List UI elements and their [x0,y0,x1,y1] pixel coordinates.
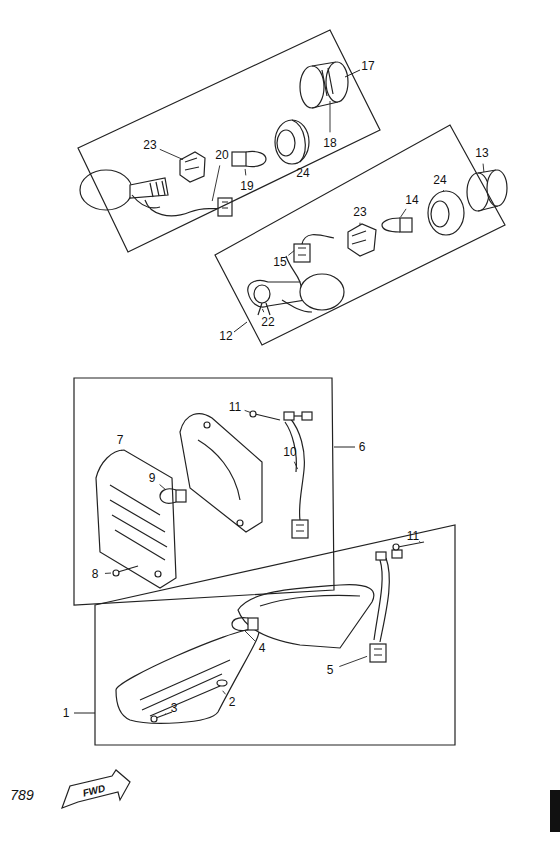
frame-border [215,125,505,345]
frame-border [78,30,380,252]
signal-lens [116,628,259,723]
frame-outline [95,525,455,745]
bulb [232,151,266,166]
callout-number: 11 [406,529,420,543]
leader-line [212,165,220,201]
frame-border [95,525,455,745]
screw [250,411,280,420]
leader-line [294,462,297,469]
callout-number: 9 [148,471,157,485]
callout-number: 24 [432,173,447,187]
callout-number: 14 [404,193,419,207]
leader-line [245,169,247,175]
callout-number: 19 [239,179,254,193]
callout-number: 11 [228,400,242,414]
callout-number: 24 [295,166,310,180]
rear-signal-lens [80,170,232,216]
bulb [160,489,186,504]
forward-arrow [62,770,130,808]
assembly-frame: 12 [215,125,505,345]
callout-number: 22 [260,315,275,329]
leader-line [245,410,251,412]
callout-number: 8 [91,567,100,581]
leader-line [288,251,294,256]
leader-line [164,713,166,715]
assembly-frame: 1 [95,525,455,745]
leader-line [334,447,355,448]
assembly-frame: 6 [74,378,334,605]
leader-line [483,164,485,172]
signal-lens [96,450,176,588]
lens-ring [467,170,507,211]
screw [151,712,172,722]
bulb-socket [348,224,376,256]
frame-outline [215,125,505,345]
leader-line [401,209,407,217]
leader-line [160,149,183,159]
callout-number: 23 [142,138,157,152]
callout-number: 17 [360,59,375,73]
callout-number: 18 [322,136,337,150]
edge-bar [550,790,560,832]
leader-line [121,450,122,451]
callout-number: 7 [116,433,125,447]
bulb [232,618,258,631]
screw [113,566,138,576]
leader-line [339,656,367,666]
bulb [382,218,412,232]
leader-line [443,190,444,192]
lamp-housing [428,191,464,235]
leader-line [262,309,263,312]
lamp-housing [275,120,309,164]
leader-line [296,163,298,164]
callout-number: 3 [170,701,179,715]
leader-line [330,101,331,132]
frame-border [74,378,334,605]
drawing-mark: 789 [9,787,34,803]
frame-outline [74,378,334,605]
callout-number: 23 [352,205,367,219]
leader-line [74,713,95,714]
leader-line [419,541,421,542]
signal-housing [238,550,402,662]
leader-line [245,631,255,641]
leader-line [160,485,166,490]
leader-line [360,223,361,225]
callout-number: 10 [282,445,297,459]
callout-number: 4 [258,641,267,655]
callout-number: 12 [218,329,233,343]
leader-line [223,691,226,695]
leader-line [234,322,247,332]
front-signal-lens [248,235,344,315]
callout-number: 13 [474,146,489,160]
callout-number: 2 [228,695,237,709]
leader-line [345,70,360,77]
callout-number: 15 [272,255,287,269]
callout-number: 1 [62,706,71,720]
callout-number: 20 [214,148,229,162]
screw [393,542,424,550]
lens-ring [300,62,348,108]
callout-number: 6 [358,440,367,454]
signal-housing [180,412,312,538]
bulb-socket [180,152,205,182]
callout-number: 5 [326,663,335,677]
leader-line [105,573,111,574]
